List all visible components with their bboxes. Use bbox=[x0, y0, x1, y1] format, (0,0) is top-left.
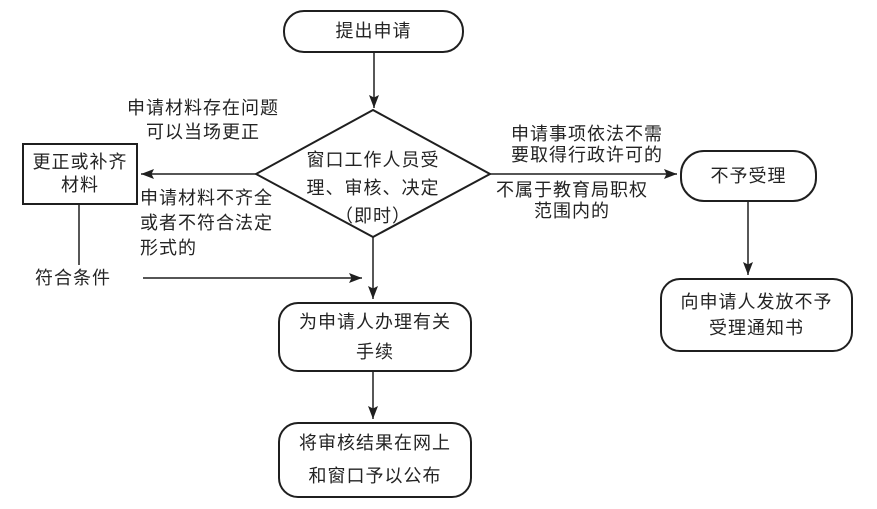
label-outside-authority: 不属于教育局职权 范围内的 bbox=[496, 180, 648, 221]
node-reject-notice: 向申请人发放不予 受理通知书 bbox=[660, 278, 853, 352]
node-start: 提出申请 bbox=[283, 10, 464, 53]
node-decision: 窗口工作人员受 理、审核、决定 （即时） bbox=[306, 150, 440, 226]
node-publish: 将审核结果在网上 和窗口予以公布 bbox=[278, 422, 472, 498]
node-reject: 不予受理 bbox=[680, 150, 817, 202]
label-can-correct-onsite: 申请材料存在问题 可以当场更正 bbox=[127, 98, 279, 142]
label-meets-conditions: 符合条件 bbox=[35, 268, 111, 288]
label-incomplete-materials: 申请材料不齐全 或者不符合法定 形式的 bbox=[140, 188, 273, 258]
node-process: 为申请人办理有关 手续 bbox=[278, 302, 472, 372]
label-no-license-needed: 申请事项依法不需 要取得行政许可的 bbox=[511, 124, 663, 165]
node-correct-materials: 更正或补齐 材料 bbox=[22, 143, 138, 205]
